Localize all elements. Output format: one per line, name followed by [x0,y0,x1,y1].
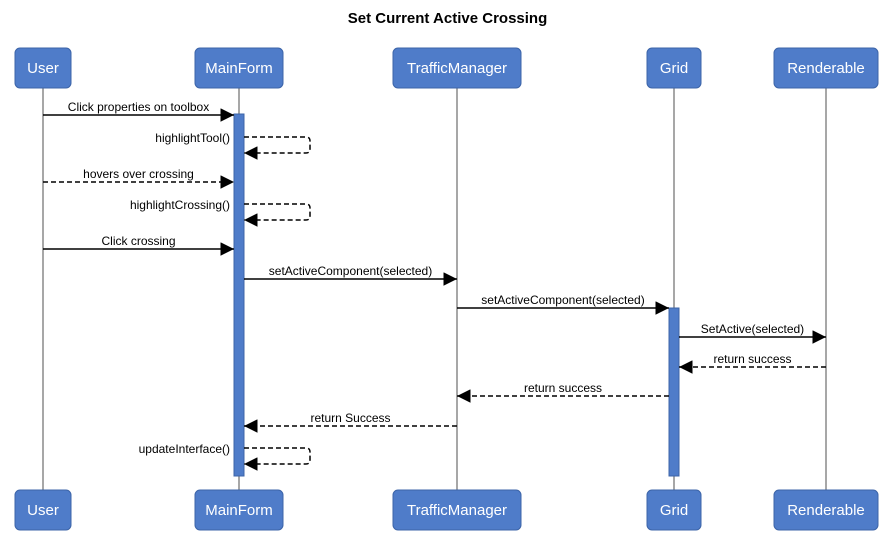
diagram-title: Set Current Active Crossing [347,10,548,27]
participant-user-bottom: User [14,489,72,531]
participant-grid-top: Grid [646,47,702,89]
message-label: highlightTool() [155,131,230,145]
participant-label: MainForm [205,60,273,77]
message-label: hovers over crossing [83,167,194,181]
message-label: SetActive(selected) [701,322,804,336]
participant-renderable-bottom: Renderable [773,489,879,531]
participant-label: MainForm [205,502,273,519]
participant-label: User [27,60,59,77]
self-message-arrow [244,447,311,471]
self-message-arrow [244,136,311,160]
self-message-arrow [244,203,311,227]
message-label: setActiveComponent(selected) [269,264,432,278]
message-label: highlightCrossing() [130,198,230,212]
participant-trafficmanager-bottom: TrafficManager [392,489,522,531]
participant-mainform-bottom: MainForm [194,489,284,531]
participant-label: Grid [660,60,688,77]
message-label: Click properties on toolbox [68,100,209,114]
message-label: return Success [310,411,390,425]
participant-label: Grid [660,502,688,519]
participant-label: TrafficManager [407,60,507,77]
participant-label: TrafficManager [407,502,507,519]
message-label: setActiveComponent(selected) [481,293,644,307]
activation-mainform [233,113,245,477]
message-label: Click crossing [101,234,175,248]
message-label: return success [713,352,791,366]
participant-label: Renderable [787,60,865,77]
message-label: return success [524,381,602,395]
participant-label: Renderable [787,502,865,519]
participant-user-top: User [14,47,72,89]
participant-renderable-top: Renderable [773,47,879,89]
participant-label: User [27,502,59,519]
activation-grid [668,307,680,477]
participant-mainform-top: MainForm [194,47,284,89]
participant-trafficmanager-top: TrafficManager [392,47,522,89]
message-label: updateInterface() [139,442,230,456]
participant-grid-bottom: Grid [646,489,702,531]
